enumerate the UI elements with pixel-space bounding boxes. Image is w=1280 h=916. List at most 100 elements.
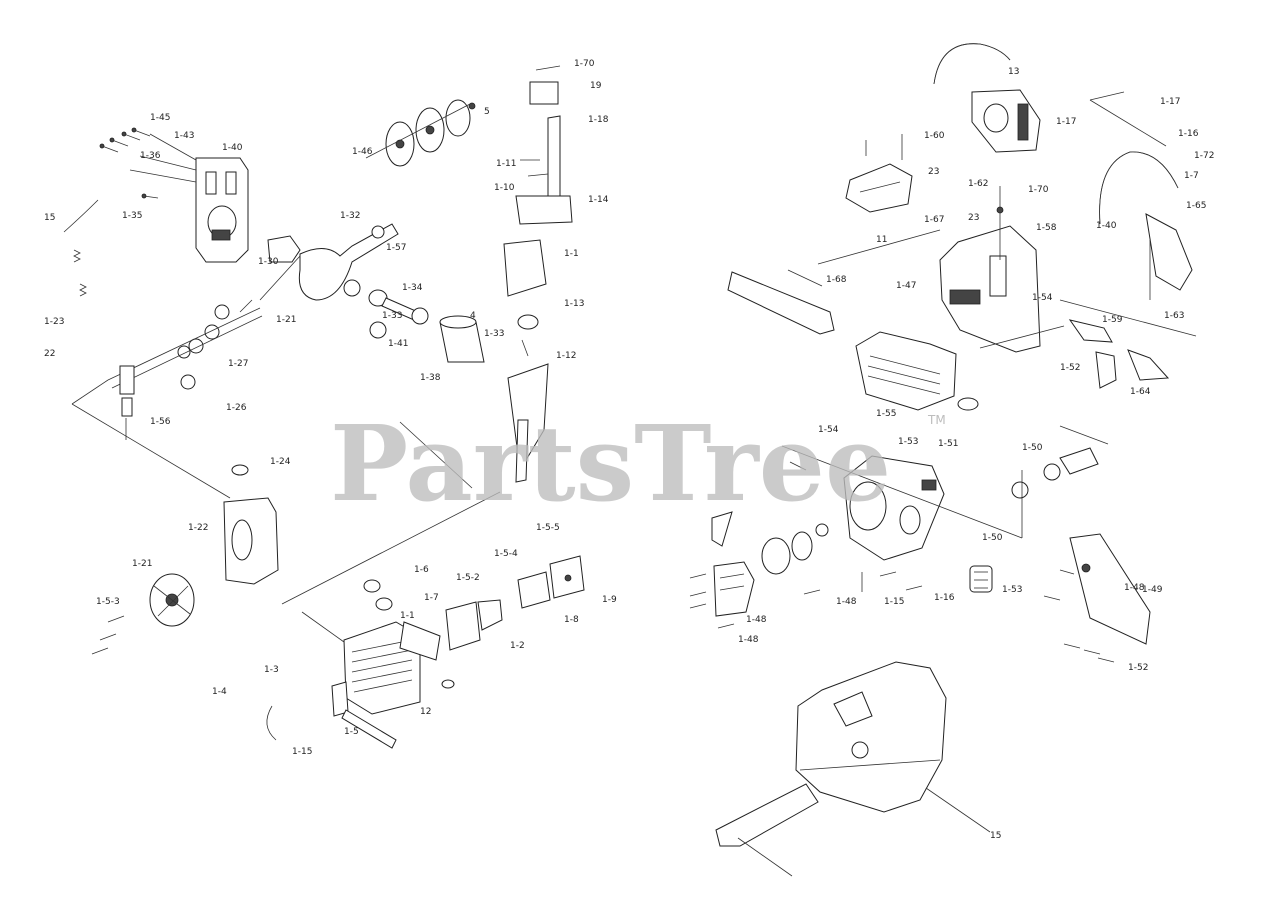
part-label: 11	[876, 235, 887, 245]
part-label: 1-50	[1022, 443, 1043, 453]
part-label: 1-49	[1142, 585, 1163, 595]
part-label: 1-46	[352, 147, 373, 157]
part-label: 1-48	[1124, 583, 1145, 593]
watermark-tm: TM	[927, 413, 946, 427]
part-label: 1-7	[424, 593, 439, 603]
part-label: 1-13	[564, 299, 584, 309]
part-label: 1-53	[898, 437, 918, 447]
watermark-text: PartsTree	[330, 402, 891, 525]
rear-handle	[1099, 151, 1193, 300]
part-label: 23	[928, 167, 939, 177]
part-label: 1-21	[276, 315, 296, 325]
part-label: 1-27	[228, 359, 248, 369]
part-label: 1-38	[420, 373, 441, 383]
part-label: 1-40	[222, 143, 243, 153]
part-label: 1-72	[1194, 151, 1214, 161]
part-label: 1-70	[1028, 185, 1049, 195]
part-label: 1-60	[924, 131, 945, 141]
part-label: 1-18	[588, 115, 609, 125]
part-label: 1-55	[876, 409, 896, 419]
part-label: 1-15	[292, 747, 312, 757]
chainsaw-body	[715, 661, 947, 847]
part-label: 1-10	[494, 183, 515, 193]
part-label: 1-11	[496, 159, 516, 169]
part-label: 1-62	[968, 179, 988, 189]
part-label: 1-5-3	[96, 597, 120, 607]
part-label: 1-2	[510, 641, 525, 651]
crankshaft	[239, 223, 399, 313]
part-label: 1-30	[258, 257, 279, 267]
part-label: 1-24	[270, 457, 291, 467]
piston	[369, 315, 485, 363]
part-label: 1-54	[1032, 293, 1053, 303]
part-labels: 1-70 19 1-18 1-14 1-13 1-1 1-12 1-11 1-1…	[44, 59, 1214, 841]
part-label: 1-68	[826, 275, 847, 285]
part-label: 1-1	[564, 249, 579, 259]
muffler	[399, 555, 585, 661]
clutch-discs	[365, 99, 476, 167]
part-label: 1-23	[44, 317, 64, 327]
throttle-linkage	[503, 65, 573, 483]
part-label: 1-15	[884, 597, 904, 607]
part-label: 1-45	[150, 113, 170, 123]
part-label: 1-48	[738, 635, 759, 645]
part-label: 1-22	[188, 523, 208, 533]
part-label: 1-33	[484, 329, 504, 339]
part-label: 1-5-2	[456, 573, 480, 583]
bar-plate	[727, 269, 835, 335]
part-label: 1-5-5	[536, 523, 560, 533]
crankcase-screws	[99, 127, 159, 199]
starter-pulley	[91, 573, 195, 655]
assembly-lines-right	[737, 91, 1197, 877]
part-label: 1-70	[574, 59, 595, 69]
part-label: 4	[470, 311, 476, 321]
front-handle	[933, 43, 1011, 85]
part-label: 1-52	[1128, 663, 1148, 673]
part-label: 1-54	[818, 425, 839, 435]
part-label: 13	[1008, 67, 1019, 77]
part-label: 1-58	[1036, 223, 1057, 233]
part-label: 1-56	[150, 417, 171, 427]
part-label: 1-16	[934, 593, 955, 603]
top-cover	[845, 134, 913, 213]
oil-pump-rod	[107, 307, 263, 440]
part-label: 1-8	[564, 615, 579, 625]
part-label: 1-51	[938, 439, 958, 449]
part-label: 12	[420, 707, 431, 717]
flywheel-cover	[223, 464, 279, 585]
part-label: 1-67	[924, 215, 944, 225]
part-label: 1-63	[1164, 311, 1184, 321]
part-label: 1-48	[836, 597, 857, 607]
curved-rod	[63, 199, 99, 233]
linkage-screws	[520, 159, 549, 357]
part-label: 1-21	[132, 559, 152, 569]
side-plate	[1043, 533, 1151, 663]
spring-1-51	[969, 565, 993, 593]
part-label: 1-57	[386, 243, 406, 253]
part-label: 1-52	[1060, 363, 1080, 373]
throttle-trigger	[1068, 319, 1170, 389]
part-label: 1-53	[1002, 585, 1022, 595]
part-label: 1-6	[414, 565, 429, 575]
part-label: 1-34	[402, 283, 423, 293]
part-label: 1-12	[556, 351, 576, 361]
connecting-rod	[368, 289, 429, 325]
part-label: 15	[990, 831, 1001, 841]
part-label: 1-50	[982, 533, 1003, 543]
part-label: 5	[484, 107, 490, 117]
part-label: 1-47	[896, 281, 916, 291]
part-label: 23	[968, 213, 979, 223]
partstree-watermark: PartsTree TM	[330, 402, 946, 525]
shaft-washers	[177, 279, 361, 390]
part-label: 1-40	[1096, 221, 1117, 231]
oil-pump	[713, 561, 755, 617]
part-label: 1-3	[264, 665, 279, 675]
part-label: 1-17	[1160, 97, 1180, 107]
assembly-lines-left	[71, 379, 501, 643]
clutch-assembly	[711, 511, 829, 575]
main-housing	[939, 186, 1041, 353]
part-label: 1-7	[1184, 171, 1199, 181]
part-label: 1-9	[602, 595, 617, 605]
